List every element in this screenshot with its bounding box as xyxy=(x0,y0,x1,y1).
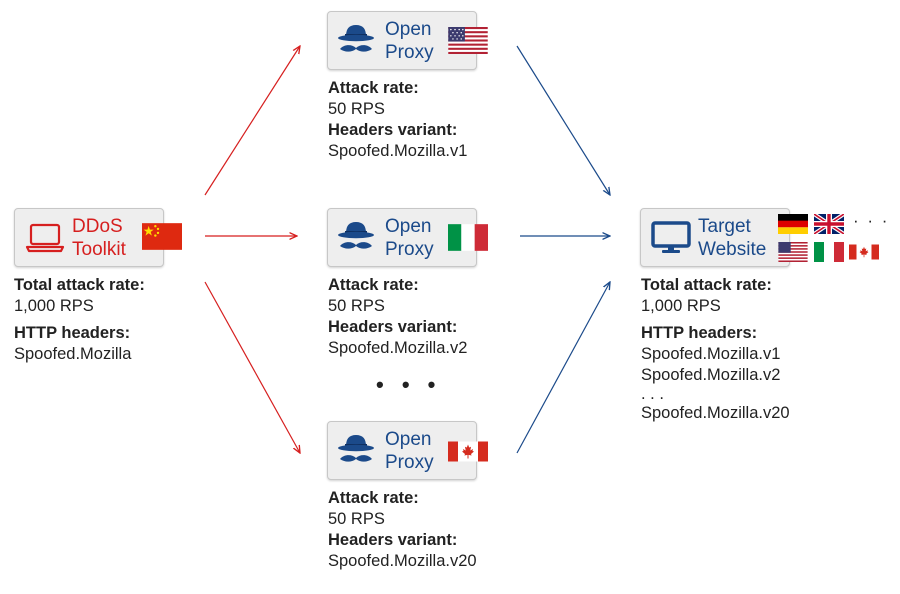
proxy-variant-value: Spoofed.Mozilla.v20 xyxy=(328,552,477,570)
target-label: Target Website xyxy=(698,216,767,260)
italy-flag xyxy=(448,224,488,251)
canada-flag xyxy=(849,244,879,260)
italy-flag xyxy=(814,242,844,262)
toolkit-headers-label: HTTP headers: xyxy=(14,324,131,342)
china-flag xyxy=(142,223,182,250)
target-rate-value: 1,000 RPS xyxy=(641,297,721,315)
monitor-icon xyxy=(651,221,691,253)
proxy-1-stats: Attack rate: 50 RPS Headers variant: Spo… xyxy=(328,78,467,162)
proxy-rate-value: 50 RPS xyxy=(328,510,385,528)
target-headers-label: HTTP headers: xyxy=(641,324,758,342)
proxy-variant-value: Spoofed.Mozilla.v1 xyxy=(328,142,468,160)
ddos-toolkit-box: DDoS Toolkit xyxy=(14,208,164,267)
proxy-rate-label: Attack rate: xyxy=(328,79,419,97)
arrow-proxy-1-to-target xyxy=(516,45,610,195)
laptop-icon xyxy=(25,223,65,253)
spy-hat-icon xyxy=(338,25,374,52)
proxy-2-stats: Attack rate: 50 RPS Headers variant: Spo… xyxy=(328,275,467,359)
more-flags-indicator: · · · xyxy=(853,211,890,230)
proxy-variant-label: Headers variant: xyxy=(328,318,458,336)
toolkit-rate-value: 1,000 RPS xyxy=(14,297,94,315)
target-header-ellipsis: . . . xyxy=(641,385,664,403)
spy-hat-icon xyxy=(338,222,374,249)
proxy-rate-label: Attack rate: xyxy=(328,276,419,294)
arrow-toolkit-to-proxy-3 xyxy=(204,281,300,453)
proxy-variant-label: Headers variant: xyxy=(328,121,458,139)
more-proxies-indicator: • • • xyxy=(376,372,442,397)
target-header-value: Spoofed.Mozilla.v20 xyxy=(641,404,790,422)
arrow-proxy-3-to-target xyxy=(516,282,610,454)
usa-flag xyxy=(448,27,488,54)
germany-flag xyxy=(778,214,808,234)
toolkit-stats: Total attack rate: 1,000 RPS HTTP header… xyxy=(14,275,145,365)
target-rate-label: Total attack rate: xyxy=(641,276,772,294)
proxy-label: Open Proxy xyxy=(385,429,434,473)
canada-flag xyxy=(448,441,488,462)
toolkit-rate-label: Total attack rate: xyxy=(14,276,145,294)
proxy-label: Open Proxy xyxy=(385,19,434,63)
toolkit-headers-value: Spoofed.Mozilla xyxy=(14,345,132,363)
spy-hat-icon xyxy=(338,435,374,462)
usa-flag xyxy=(778,242,808,262)
proxy-variant-label: Headers variant: xyxy=(328,531,458,549)
target-website-box: Target Website xyxy=(640,208,790,267)
target-header-value: Spoofed.Mozilla.v2 xyxy=(641,366,781,384)
proxy-rate-value: 50 RPS xyxy=(328,100,385,118)
proxy-rate-label: Attack rate: xyxy=(328,489,419,507)
proxy-3-stats: Attack rate: 50 RPS Headers variant: Spo… xyxy=(328,488,477,572)
toolkit-label: DDoS Toolkit xyxy=(72,216,126,260)
target-header-value: Spoofed.Mozilla.v1 xyxy=(641,345,781,363)
target-stats: Total attack rate: 1,000 RPS HTTP header… xyxy=(641,275,790,424)
arrow-toolkit-to-proxy-1 xyxy=(204,46,300,196)
proxy-variant-value: Spoofed.Mozilla.v2 xyxy=(328,339,468,357)
proxy-rate-value: 50 RPS xyxy=(328,297,385,315)
uk-flag xyxy=(814,214,844,234)
open-proxy-box-3: Open Proxy xyxy=(327,421,477,480)
proxy-label: Open Proxy xyxy=(385,216,434,260)
